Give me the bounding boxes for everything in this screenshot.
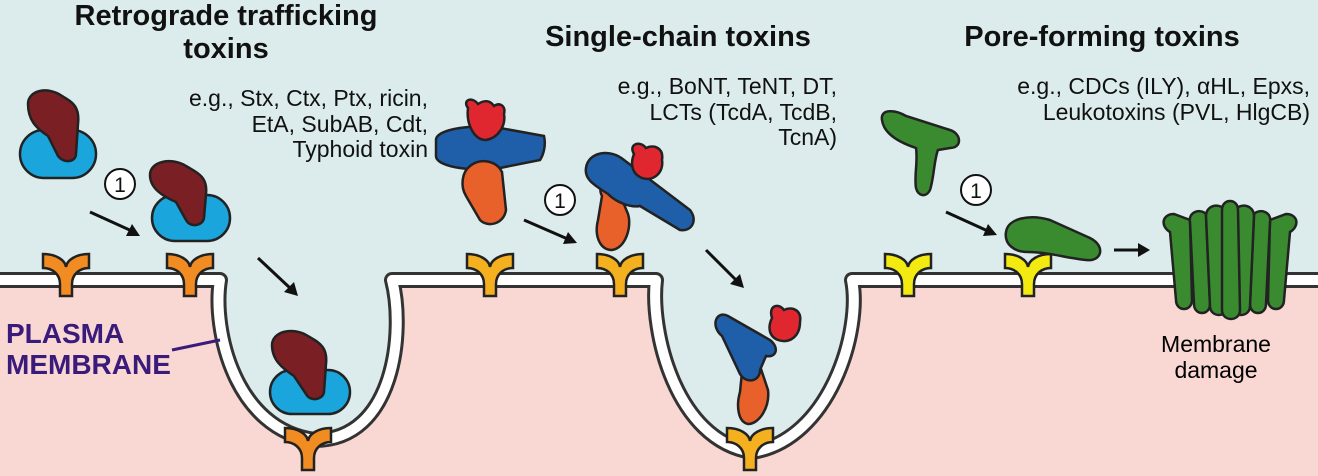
plasma-membrane-inner <box>0 275 1318 457</box>
pore-forming-toxin-free <box>880 110 961 197</box>
membrane-pointer <box>171 338 221 352</box>
step-number: 1 <box>554 190 566 213</box>
examples-pore-forming: e.g., CDCs (ILY), αHL, Epxs, Leukotoxins… <box>1017 73 1310 125</box>
step-marker <box>544 184 576 216</box>
step-arrow <box>89 210 140 236</box>
retrograde-toxin-bound <box>148 159 232 243</box>
retrograde-toxin-free <box>18 89 98 180</box>
internalization-arrow <box>704 248 744 288</box>
examples-single-chain: e.g., BoNT, TeNT, DT, LCTs (TcdA, TcdB, … <box>617 73 837 150</box>
membrane-damage-label: Membrane damage <box>1161 331 1271 383</box>
step-arrow <box>945 210 997 236</box>
step-number: 1 <box>970 180 982 203</box>
single-chain-toxin-bound <box>584 142 695 252</box>
section-title-single-chain: Single-chain toxins <box>545 21 811 53</box>
examples-retrograde: e.g., Stx, Ctx, Ptx, ricin, EtA, SubAB, … <box>188 85 428 162</box>
membrane-pore <box>1162 199 1298 321</box>
cytoplasm <box>0 286 1318 476</box>
retrograde-toxin-internalized <box>268 329 352 416</box>
step-number: 1 <box>114 174 126 197</box>
pore-forming-toxin-bound <box>1004 216 1102 262</box>
section-title-pore-forming: Pore-forming toxins <box>964 21 1240 53</box>
section-title-retrograde: Retrograde trafficking toxins <box>74 0 378 65</box>
step-arrow <box>523 218 577 244</box>
single-chain-toxin-internalized <box>714 304 802 426</box>
step-marker <box>104 168 136 200</box>
step-marker <box>960 174 992 206</box>
internalization-arrow <box>256 256 298 296</box>
plasma-membrane-label: PLASMA MEMBRANE <box>6 318 171 380</box>
oligomerization-arrow <box>1114 243 1150 257</box>
single-chain-toxin-free <box>434 98 547 226</box>
